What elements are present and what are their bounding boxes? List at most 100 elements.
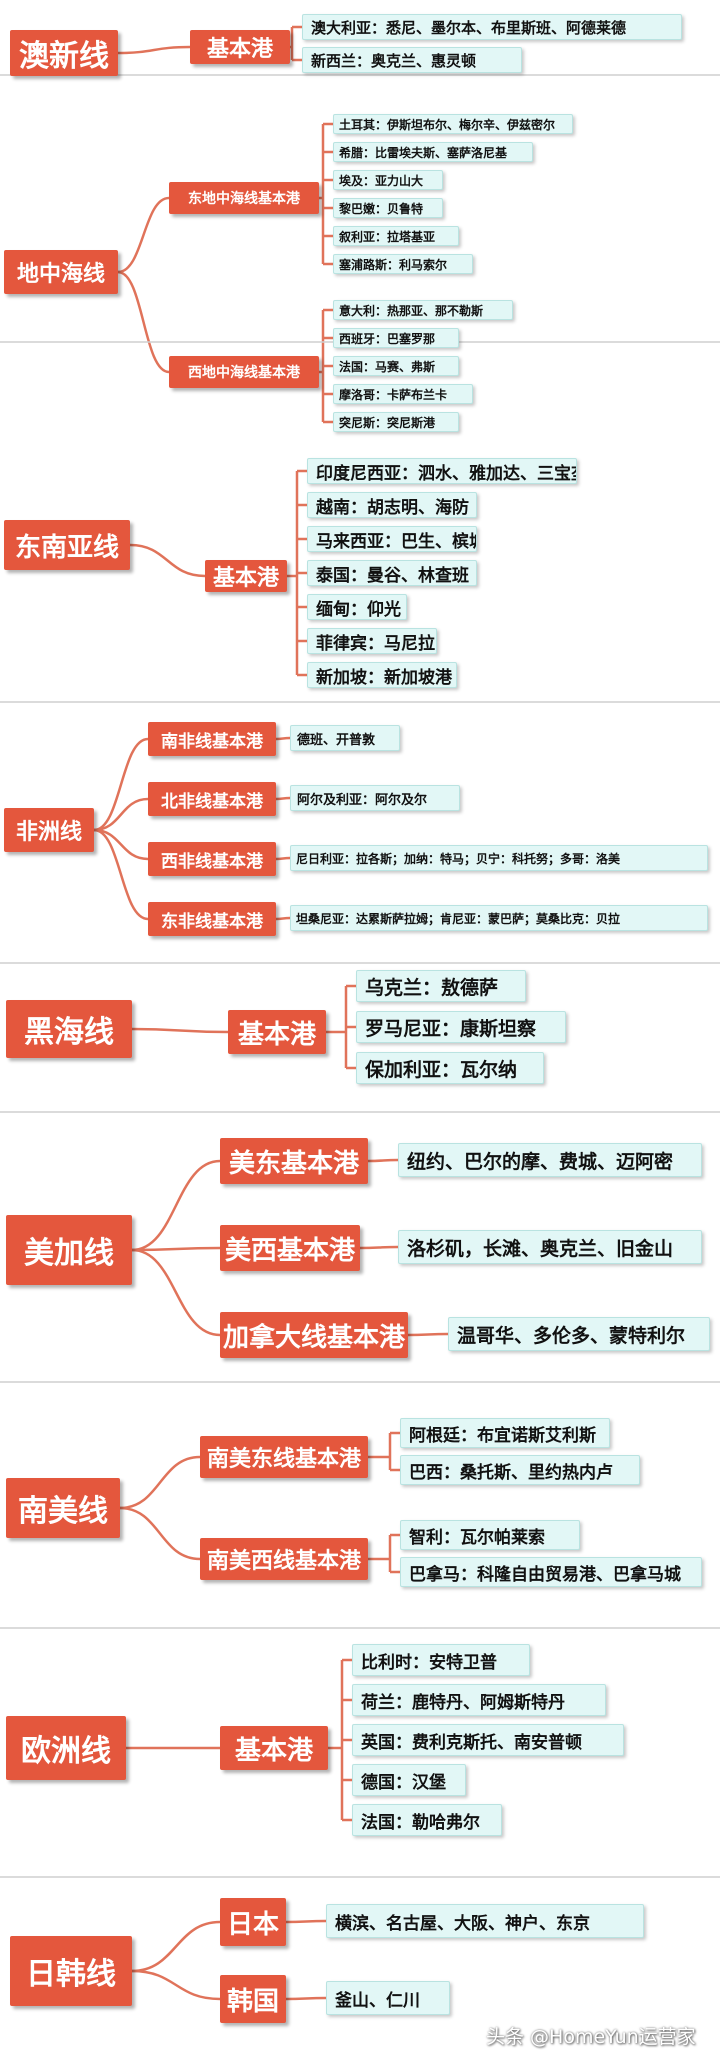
port-group-node: 北非线基本港 (148, 782, 276, 816)
route-to-group-connector (93, 737, 149, 832)
port-list-item: 越南：胡志明、海防 (307, 492, 477, 518)
port-list-item: 摩洛哥：卡萨布兰卡 (333, 384, 473, 404)
group-to-port-connector (367, 1158, 399, 1163)
port-list-item: 泰国：曼谷、林查班 (307, 560, 477, 586)
port-bracket (290, 25, 302, 62)
port-list-item: 黎巴嫩：贝鲁特 (333, 198, 443, 218)
port-bracket (340, 1658, 352, 1822)
route-to-group-connector (131, 1248, 221, 1337)
route-to-group-connector (93, 828, 149, 861)
port-list-item: 澳大利亚：悉尼、墨尔本、布里斯班、阿德莱德 (302, 14, 682, 40)
route-to-group-connector (119, 1506, 201, 1561)
port-list-item: 土耳其：伊斯坦布尔、梅尔辛、伊兹密尔 (333, 114, 573, 134)
route-to-group-connector (131, 1920, 221, 1973)
group-to-port-connector (275, 856, 291, 861)
port-list-item: 新西兰：奥克兰、惠灵顿 (302, 47, 522, 73)
port-list-item: 希腊：比雷埃夫斯、塞萨洛尼基 (333, 142, 533, 162)
port-list-item: 阿根廷：布宜诺斯艾利斯 (400, 1418, 610, 1448)
port-bracket (344, 984, 356, 1070)
port-bracket (295, 469, 307, 677)
group-to-port-connector (359, 1245, 399, 1250)
port-list-item: 意大利：热那亚、那不勒斯 (333, 300, 513, 320)
port-list-item: 保加利亚：瓦尔纳 (356, 1052, 544, 1084)
port-list-item: 西班牙：巴塞罗那 (333, 328, 459, 348)
route-to-group-connector (129, 543, 206, 578)
port-list-item: 突尼斯：突尼斯港 (333, 412, 459, 432)
port-group-node: 东非线基本港 (148, 902, 276, 936)
port-group-node: 东地中海线基本港 (169, 182, 319, 214)
port-list-item: 埃及：亚力山大 (333, 170, 443, 190)
route-to-group-connector (119, 1455, 201, 1510)
route-title-node: 美加线 (6, 1215, 132, 1285)
port-list-item: 坦桑尼亚：达累斯萨拉姆；肯尼亚：蒙巴萨；莫桑比克：贝拉 (290, 905, 708, 931)
group-to-port-connector (285, 1919, 327, 1924)
port-list-item: 比利时：安特卫普 (352, 1644, 530, 1676)
group-to-port-connector (285, 1996, 327, 2001)
route-to-group-connector (117, 45, 191, 55)
route-title-node: 非洲线 (4, 808, 94, 852)
port-list-item: 菲律宾：马尼拉 (307, 628, 437, 654)
port-list-item: 叙利亚：拉塔基亚 (333, 226, 459, 246)
route-title-node: 黑海线 (6, 1000, 132, 1058)
watermark: 头条 @HomeYun运营家 (486, 2026, 696, 2048)
port-bracket (388, 1431, 400, 1472)
port-group-node: 基本港 (220, 1726, 328, 1770)
port-list-item: 新加坡：新加坡港 (307, 662, 457, 688)
port-list-item: 纽约、巴尔的摩、费城、迈阿密 (398, 1143, 702, 1177)
route-title-node: 南美线 (6, 1478, 120, 1538)
port-group-node: 美西基本港 (220, 1225, 360, 1271)
route-to-group-connector (131, 1969, 221, 2001)
port-group-node: 基本港 (228, 1010, 326, 1054)
port-group-node: 南美东线基本港 (200, 1436, 368, 1478)
port-list-item: 温哥华、多伦多、蒙特利尔 (448, 1317, 710, 1351)
port-list-item: 法国：马赛、弗斯 (333, 356, 459, 376)
port-list-item: 洛杉矶，长滩、奥克兰、旧金山 (398, 1230, 702, 1264)
port-list-item: 罗马尼亚：康斯坦察 (356, 1011, 566, 1043)
group-to-port-connector (275, 796, 291, 801)
route-to-group-connector (117, 270, 170, 374)
port-group-node: 南非线基本港 (148, 722, 276, 756)
port-list-item: 釜山、仁川 (326, 1981, 450, 2015)
port-group-node: 基本港 (205, 560, 287, 592)
port-list-item: 塞浦路斯：利马索尔 (333, 254, 473, 274)
route-to-group-connector (117, 196, 170, 274)
port-bracket (388, 1533, 400, 1574)
route-title-node: 东南亚线 (4, 520, 130, 570)
route-title-node: 日韩线 (10, 1936, 132, 2006)
port-list-item: 巴拿马：科隆自由贸易港、巴拿马城 (400, 1557, 702, 1587)
group-to-port-connector (275, 736, 291, 741)
port-list-item: 阿尔及利亚：阿尔及尔 (290, 785, 460, 811)
route-title-node: 欧洲线 (6, 1716, 126, 1780)
port-list-item: 德班、开普敦 (290, 725, 400, 751)
port-bracket (321, 122, 333, 266)
port-list-item: 英国：费利克斯托、南安普顿 (352, 1724, 624, 1756)
group-to-port-connector (407, 1332, 449, 1337)
port-list-item: 巴西：桑托斯、里约热内卢 (400, 1455, 640, 1485)
port-list-item: 横滨、名古屋、大阪、神户、东京 (326, 1904, 644, 1938)
route-to-group-connector (131, 1246, 221, 1252)
route-title-node: 澳新线 (10, 30, 118, 76)
port-list-item: 尼日利亚：拉各斯；加纳：特马；贝宁：科托努；多哥：洛美 (290, 845, 708, 871)
port-bracket (321, 308, 333, 424)
port-group-node: 韩国 (220, 1975, 286, 2023)
port-list-item: 缅甸：仰光 (307, 594, 407, 620)
port-group-node: 基本港 (190, 30, 290, 64)
port-list-item: 马来西亚：巴生、槟城 (307, 526, 477, 552)
route-to-group-connector (93, 797, 149, 832)
port-group-node: 西地中海线基本港 (169, 356, 319, 388)
port-list-item: 德国：汉堡 (352, 1764, 466, 1796)
group-to-port-connector (275, 916, 291, 921)
port-group-node: 南美西线基本港 (200, 1538, 368, 1580)
route-to-group-connector (131, 1159, 221, 1252)
port-list-item: 法国：勒哈弗尔 (352, 1804, 502, 1836)
port-group-node: 日本 (220, 1898, 286, 1946)
port-list-item: 智利：瓦尔帕莱索 (400, 1520, 580, 1550)
port-list-item: 印度尼西亚：泗水、雅加达、三宝垄 (307, 458, 577, 484)
route-to-group-connector (131, 1027, 229, 1034)
port-group-node: 美东基本港 (220, 1138, 368, 1184)
port-group-node: 西非线基本港 (148, 842, 276, 876)
route-to-group-connector (93, 828, 149, 921)
port-list-item: 荷兰：鹿特丹、阿姆斯特丹 (352, 1684, 606, 1716)
port-group-node: 加拿大线基本港 (220, 1312, 408, 1358)
